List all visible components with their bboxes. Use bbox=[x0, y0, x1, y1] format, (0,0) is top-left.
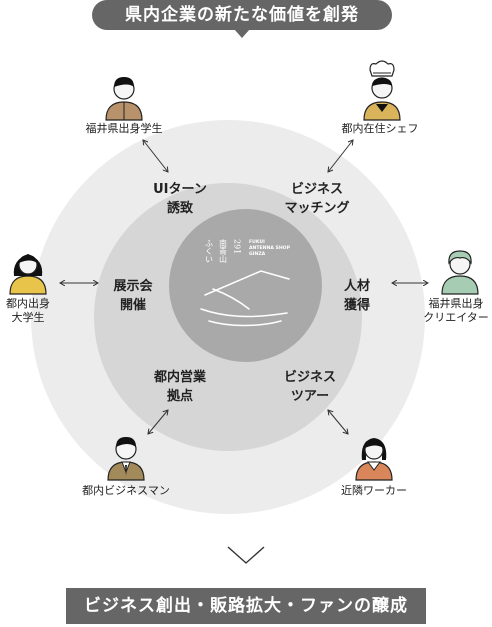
label-talent: 人材 獲得 bbox=[343, 279, 370, 313]
label-ui-turn: UIターン 誘致 bbox=[153, 182, 207, 216]
logo-english-1: FUKUI bbox=[249, 239, 265, 245]
down-chevron-icon bbox=[227, 546, 265, 564]
person-label-tokyo-student: 都内出身 大学生 bbox=[6, 297, 50, 324]
logo-mark bbox=[200, 270, 290, 327]
label-sales-base: 都内営業 拠点 bbox=[153, 370, 206, 404]
person-label-fukui-creator: 福井県出身 クリエイター bbox=[423, 297, 489, 324]
person-icon bbox=[363, 60, 401, 121]
inner-circle bbox=[169, 209, 322, 362]
person-icon bbox=[107, 437, 145, 481]
label-business-matching: ビジネス マッチング bbox=[284, 182, 350, 216]
person-icon bbox=[441, 250, 479, 295]
header-banner: 県内企業の新たな価値を創発 bbox=[92, 0, 392, 30]
person-icon bbox=[105, 77, 143, 121]
logo-english-3: GINZA bbox=[249, 251, 266, 257]
logo-column-3: 291 bbox=[233, 239, 242, 254]
footer-banner: ビジネス創出・販路拡大・ファンの醸成 bbox=[66, 588, 426, 624]
logo-column-1: ふくい bbox=[205, 239, 214, 263]
person-label-tokyo-businessman: 都内ビジネスマン bbox=[82, 484, 170, 497]
person-icon bbox=[355, 438, 393, 481]
banner-pointer bbox=[234, 29, 250, 38]
center-logo: ふくい 南青山 291 FUKUI ANTENNA SHOP GINZA bbox=[200, 238, 291, 327]
label-exhibition: 展示会 開催 bbox=[113, 279, 153, 313]
logo-column-2: 南青山 bbox=[219, 238, 228, 264]
person-label-tokyo-chef: 都内在住シェフ bbox=[341, 122, 419, 135]
person-icon bbox=[9, 254, 47, 295]
person-label-fukui-student: 福井県出身学生 bbox=[85, 122, 163, 135]
logo-english-2: ANTENNA SHOP bbox=[249, 245, 291, 251]
label-business-tour: ビジネス ツアー bbox=[283, 370, 336, 404]
person-label-nearby-worker: 近隣ワーカー bbox=[341, 484, 407, 497]
